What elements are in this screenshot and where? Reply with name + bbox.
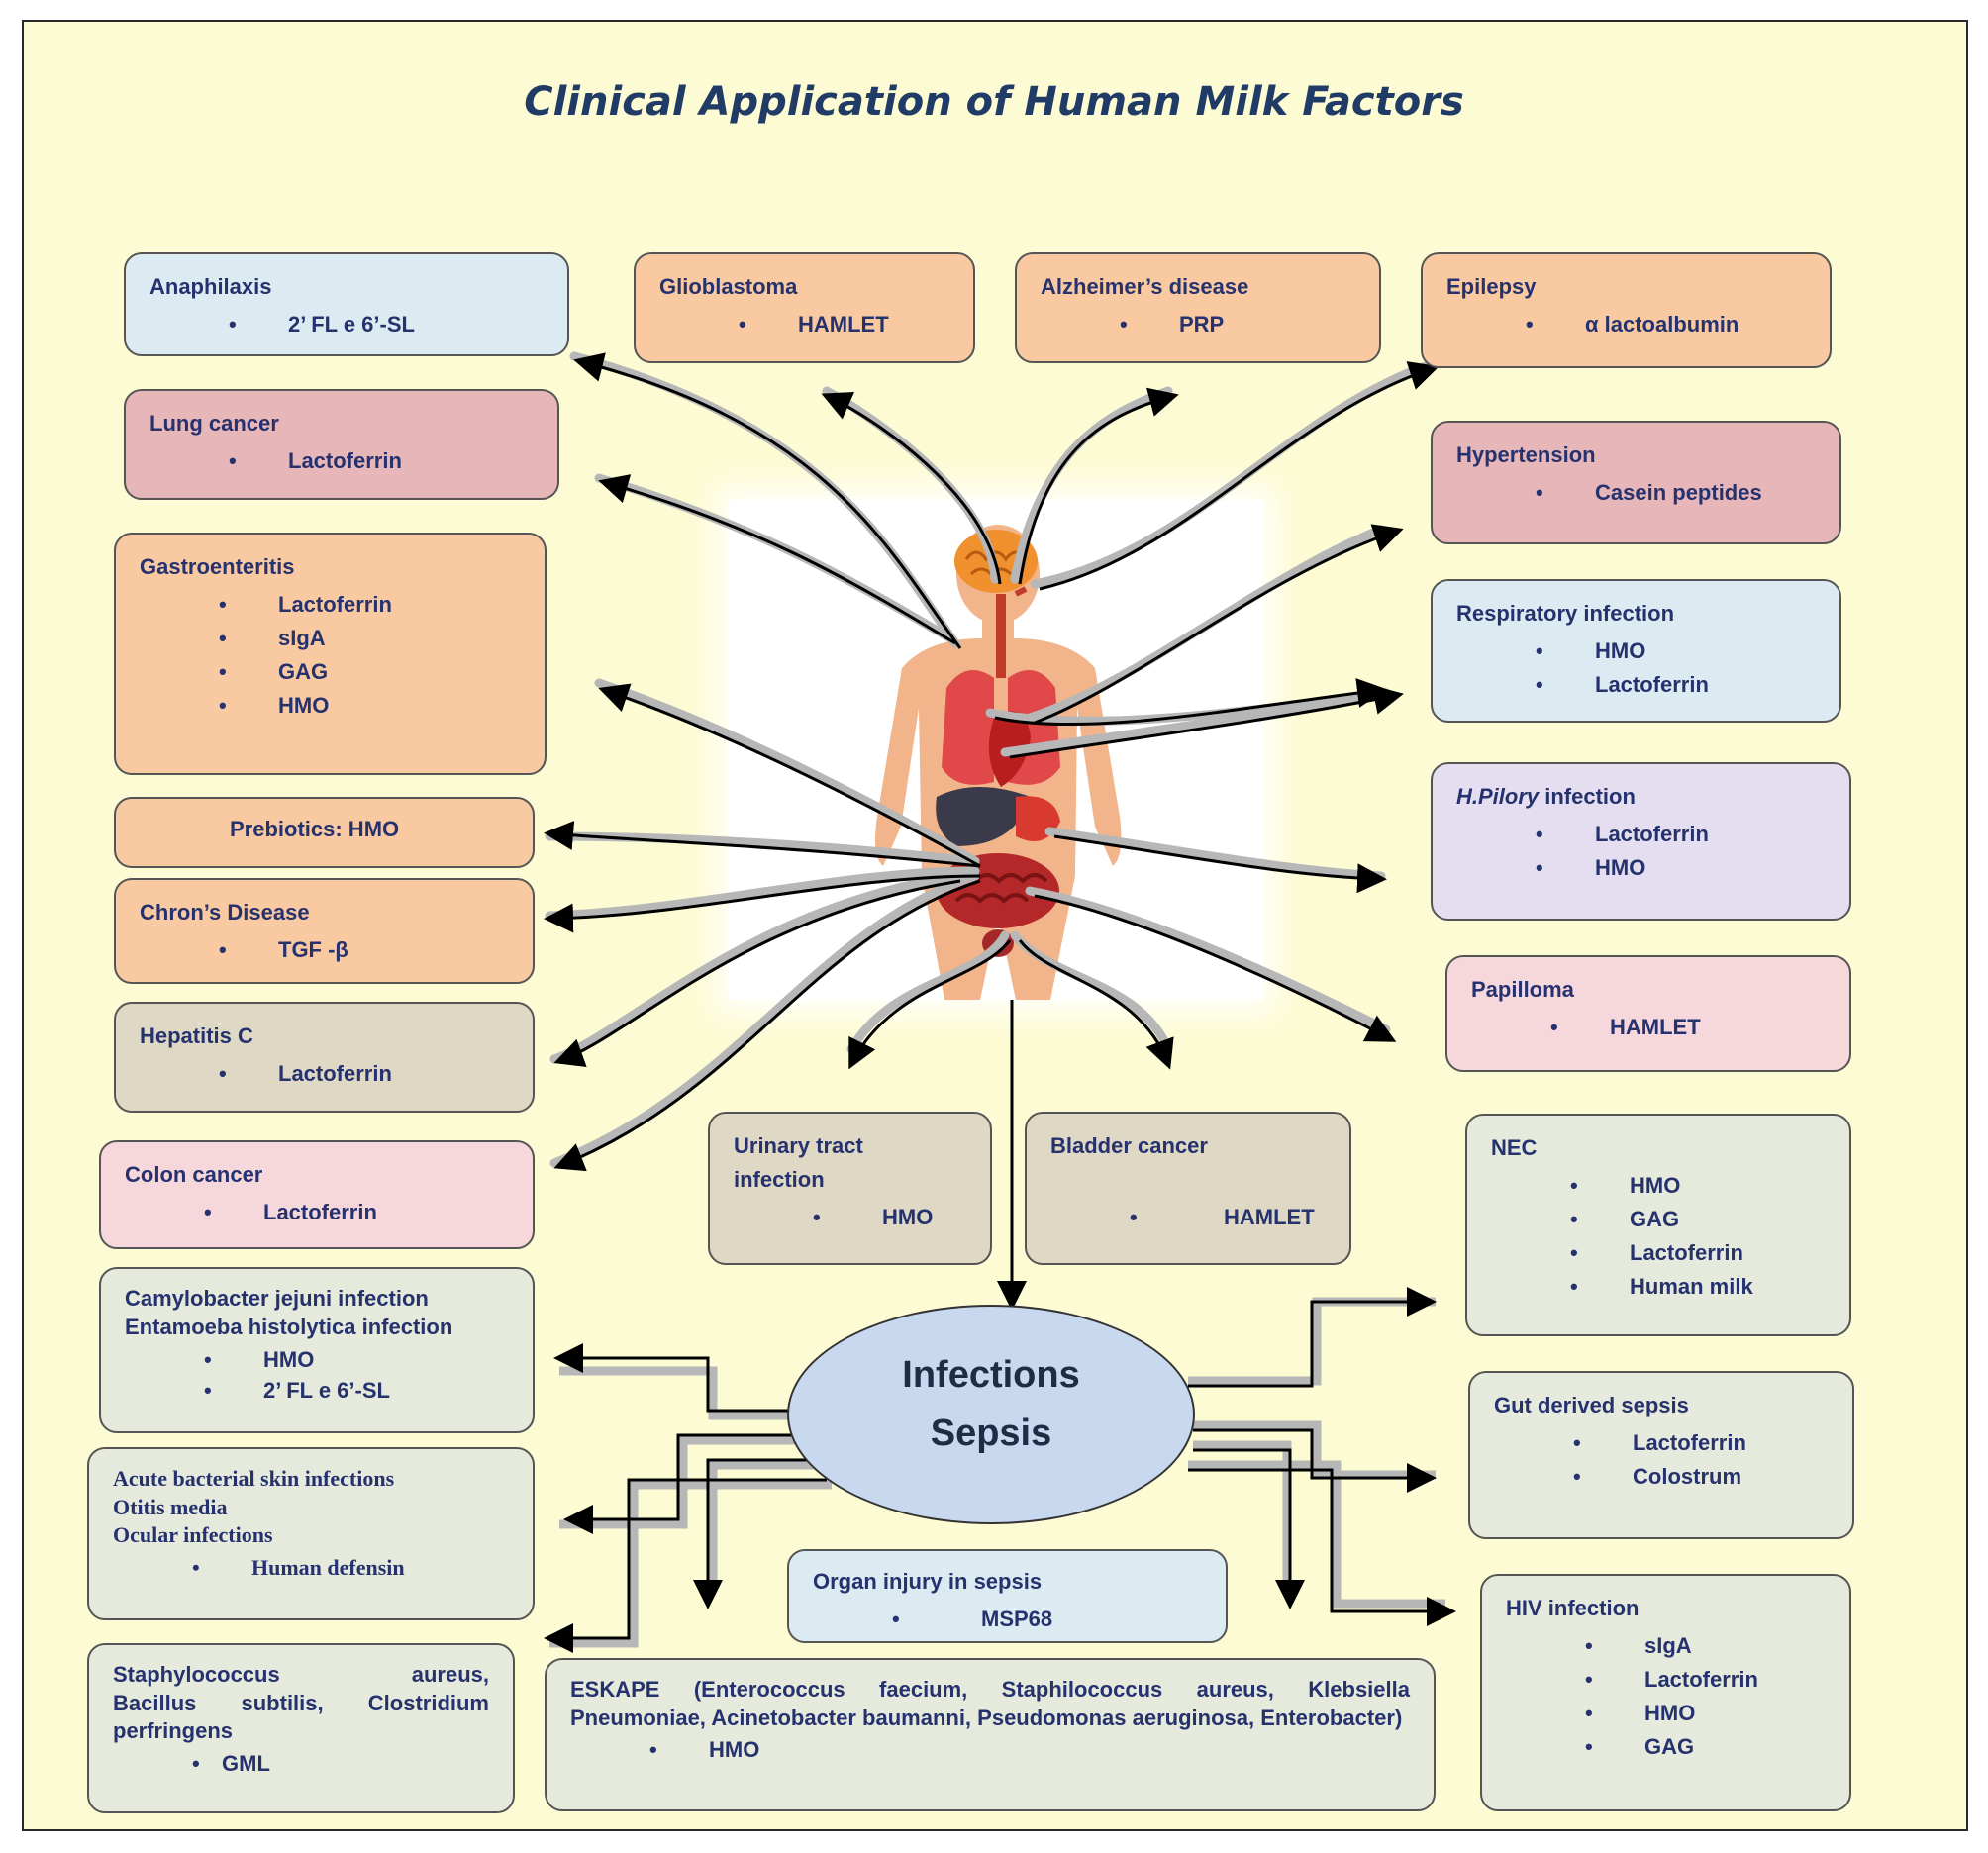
box-heading: Prebiotics: HMO (230, 817, 400, 841)
box-item: HAMLET (1471, 1011, 1826, 1044)
box-alzheimer: Alzheimer’s disease PRP (999, 235, 1381, 363)
box-item: sIgA (140, 622, 521, 655)
box-anaphilaxis: Anaphilaxis 2’ FL e 6’-SL (108, 235, 569, 356)
ellipse-line-2: Sepsis (930, 1413, 1052, 1454)
box-heading: Urinary tract (734, 1133, 863, 1158)
box-heading-italic: H.Pilory (1456, 784, 1540, 809)
box-gastroenteritis: Gastroenteritis Lactoferrin sIgA GAG HMO (98, 515, 547, 775)
box-item: GML (113, 1750, 489, 1779)
box-gut-derived-sepsis: Gut derived sepsis Lactoferrin Colostrum (1452, 1353, 1854, 1539)
box-item: PRP (1041, 308, 1355, 341)
box-item: GAG (140, 655, 521, 689)
box-item: HMO (1456, 851, 1826, 885)
box-item: Casein peptides (1456, 476, 1816, 510)
box-hypertension: Hypertension Casein peptides (1415, 403, 1841, 544)
box-heading-rest: infection (1539, 784, 1636, 809)
box-item: Lactoferrin (140, 588, 521, 622)
box-heading: H.Pilory infection (1456, 780, 1826, 814)
box-item: Human milk (1491, 1270, 1826, 1304)
box-item: Lactoferrin (125, 1196, 509, 1229)
box-heading: Papilloma (1471, 977, 1574, 1002)
box-item: sIgA (1506, 1629, 1826, 1663)
box-item: HMO (734, 1201, 966, 1234)
box-heading: Hepatitis C (140, 1024, 253, 1048)
box-heading: Colon cancer (125, 1162, 263, 1187)
box-item: 2’ FL e 6’-SL (149, 308, 544, 341)
box-item: Human defensin (113, 1554, 509, 1583)
box-heading: Gut derived sepsis (1494, 1393, 1689, 1417)
box-item: Lactoferrin (1491, 1236, 1826, 1270)
box-heading: Staphylococcus aureus, Bacillus subtilis… (113, 1662, 496, 1744)
ellipse-line-1: Infections (902, 1354, 1080, 1396)
box-heading: Otitis media (113, 1494, 228, 1519)
box-heading: Respiratory infection (1456, 601, 1675, 626)
box-nec: NEC HMO GAG Lactoferrin Human milk (1449, 1096, 1851, 1336)
box-heading: Entamoeba histolytica infection (125, 1314, 453, 1339)
box-hpylori-infection: H.Pilory infection Lactoferrin HMO (1415, 744, 1851, 921)
box-heading: Ocular infections (113, 1522, 273, 1548)
box-item: 2’ FL e 6’-SL (125, 1376, 509, 1407)
box-item: MSP68 (813, 1603, 1202, 1636)
box-item: Lactoferrin (1456, 818, 1826, 851)
box-item: Lactoferrin (1494, 1426, 1829, 1460)
box-heading: NEC (1491, 1135, 1538, 1160)
box-prebiotics: Prebiotics: HMO (98, 779, 535, 868)
box-urinary-tract-infection: Urinary tract infection HMO (692, 1094, 992, 1265)
box-item: Lactoferrin (1506, 1663, 1826, 1697)
box-item: Colostrum (1494, 1460, 1829, 1494)
lungs-icon (942, 670, 994, 785)
infections-sepsis-ellipse: Infections Sepsis (787, 1305, 1195, 1524)
box-item: HAMLET (1050, 1201, 1326, 1234)
box-heading: HIV infection (1506, 1596, 1640, 1620)
box-glioblastoma: Glioblastoma HAMLET (618, 235, 975, 363)
liver-icon (936, 787, 1031, 846)
box-heading: ESKAPE (Enterococcus faecium, Staphiloco… (570, 1677, 1410, 1730)
box-heading: Lung cancer (149, 411, 279, 436)
box-heading: Glioblastoma (659, 274, 798, 299)
box-hiv-infection: HIV infection sIgA Lactoferrin HMO GAG (1464, 1556, 1851, 1811)
box-item: HMO (125, 1345, 509, 1376)
box-lung-cancer: Lung cancer Lactoferrin (108, 371, 559, 500)
box-heading: Gastroenteritis (140, 554, 295, 579)
box-heading: Bladder cancer (1050, 1133, 1208, 1158)
box-item: HAMLET (659, 308, 949, 341)
box-heading: Camylobacter jejuni infection (125, 1286, 429, 1311)
box-heading: Epilepsy (1446, 274, 1537, 299)
box-heading: Chron’s Disease (140, 900, 310, 925)
box-eskape: ESKAPE (Enterococcus faecium, Staphiloco… (529, 1640, 1436, 1811)
box-item: HMO (570, 1736, 1410, 1765)
box-item: Lactoferrin (149, 444, 534, 478)
box-item: α lactoalbumin (1446, 308, 1806, 341)
box-papilloma: Papilloma HAMLET (1430, 937, 1851, 1072)
box-item: HMO (140, 689, 521, 723)
box-heading: Acute bacterial skin infections (113, 1466, 395, 1491)
box-heading: Organ injury in sepsis (813, 1569, 1043, 1594)
box-organ-injury: Organ injury in sepsis MSP68 (787, 1549, 1228, 1643)
box-epilepsy: Epilepsy α lactoalbumin (1405, 235, 1832, 368)
box-item: TGF -β (140, 933, 509, 967)
box-colon-cancer: Colon cancer Lactoferrin (83, 1122, 535, 1249)
box-heading: infection (734, 1167, 825, 1193)
box-item: Lactoferrin (140, 1057, 509, 1091)
box-bladder-cancer: Bladder cancer HAMLET (1009, 1094, 1351, 1265)
box-campylobacter: Camylobacter jejuni infection Entamoeba … (83, 1249, 535, 1433)
box-staphylococcus: Staphylococcus aureus, Bacillus subtilis… (71, 1625, 515, 1813)
box-item: Lactoferrin (1456, 668, 1816, 702)
box-heading: Hypertension (1456, 442, 1596, 467)
box-item: HMO (1456, 634, 1816, 668)
figure-title: Clinical Application of Human Milk Facto… (524, 79, 1464, 125)
box-skin-infections: Acute bacterial skin infections Otitis m… (71, 1429, 535, 1620)
box-item: HMO (1491, 1169, 1826, 1203)
box-item: HMO (1506, 1697, 1826, 1730)
box-heading: Alzheimer’s disease (1041, 274, 1249, 299)
box-heading: Anaphilaxis (149, 274, 272, 299)
box-chrons-disease: Chron’s Disease TGF -β (98, 860, 535, 984)
box-item: GAG (1506, 1730, 1826, 1764)
box-respiratory-infection: Respiratory infection HMO Lactoferrin (1415, 561, 1841, 723)
box-item: GAG (1491, 1203, 1826, 1236)
box-hepatitis-c: Hepatitis C Lactoferrin (98, 984, 535, 1113)
